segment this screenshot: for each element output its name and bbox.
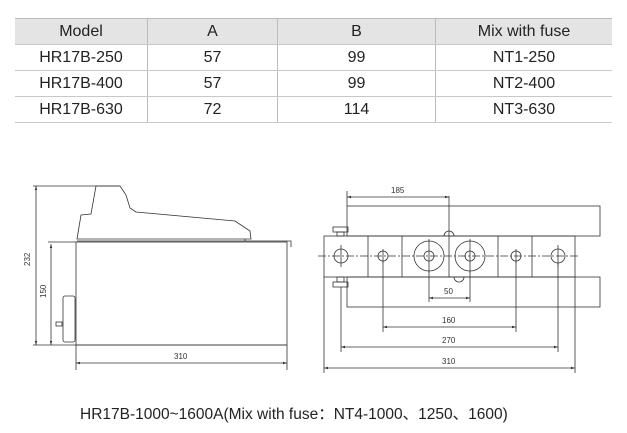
dim-232: 232: [23, 252, 32, 266]
dim-150: 150: [39, 284, 48, 298]
front-view: 185 50 160 270 310: [318, 186, 601, 373]
dim-160: 160: [442, 316, 456, 325]
side-view: 232 150 310: [23, 185, 292, 370]
header-a: A: [147, 18, 278, 45]
dim-310-side: 310: [174, 352, 188, 361]
cell-a: 72: [147, 96, 278, 123]
cell-fuse: NT3-630: [435, 96, 612, 123]
header-model: Model: [15, 18, 148, 45]
cell-b: 114: [277, 96, 436, 123]
cell-a: 57: [147, 70, 278, 97]
cell-fuse: NT2-400: [435, 70, 612, 97]
dim-270: 270: [442, 336, 456, 345]
cell-model: HR17B-630: [15, 96, 148, 123]
cell-b: 99: [277, 70, 436, 97]
caption: HR17B-1000~1600A(Mix with fuse：NT4-1000、…: [80, 406, 508, 423]
cell-a: 57: [147, 44, 278, 71]
cell-b: 99: [277, 44, 436, 71]
dim-50: 50: [444, 287, 453, 296]
cell-fuse: NT1-250: [435, 44, 612, 71]
header-b: B: [277, 18, 436, 45]
table-header-row: Model A B Mix with fuse: [15, 18, 612, 45]
cell-model: HR17B-400: [15, 70, 148, 97]
dim-310-front: 310: [442, 357, 456, 366]
dim-185: 185: [391, 186, 405, 195]
cell-model: HR17B-250: [15, 44, 148, 71]
header-fuse: Mix with fuse: [435, 18, 612, 45]
